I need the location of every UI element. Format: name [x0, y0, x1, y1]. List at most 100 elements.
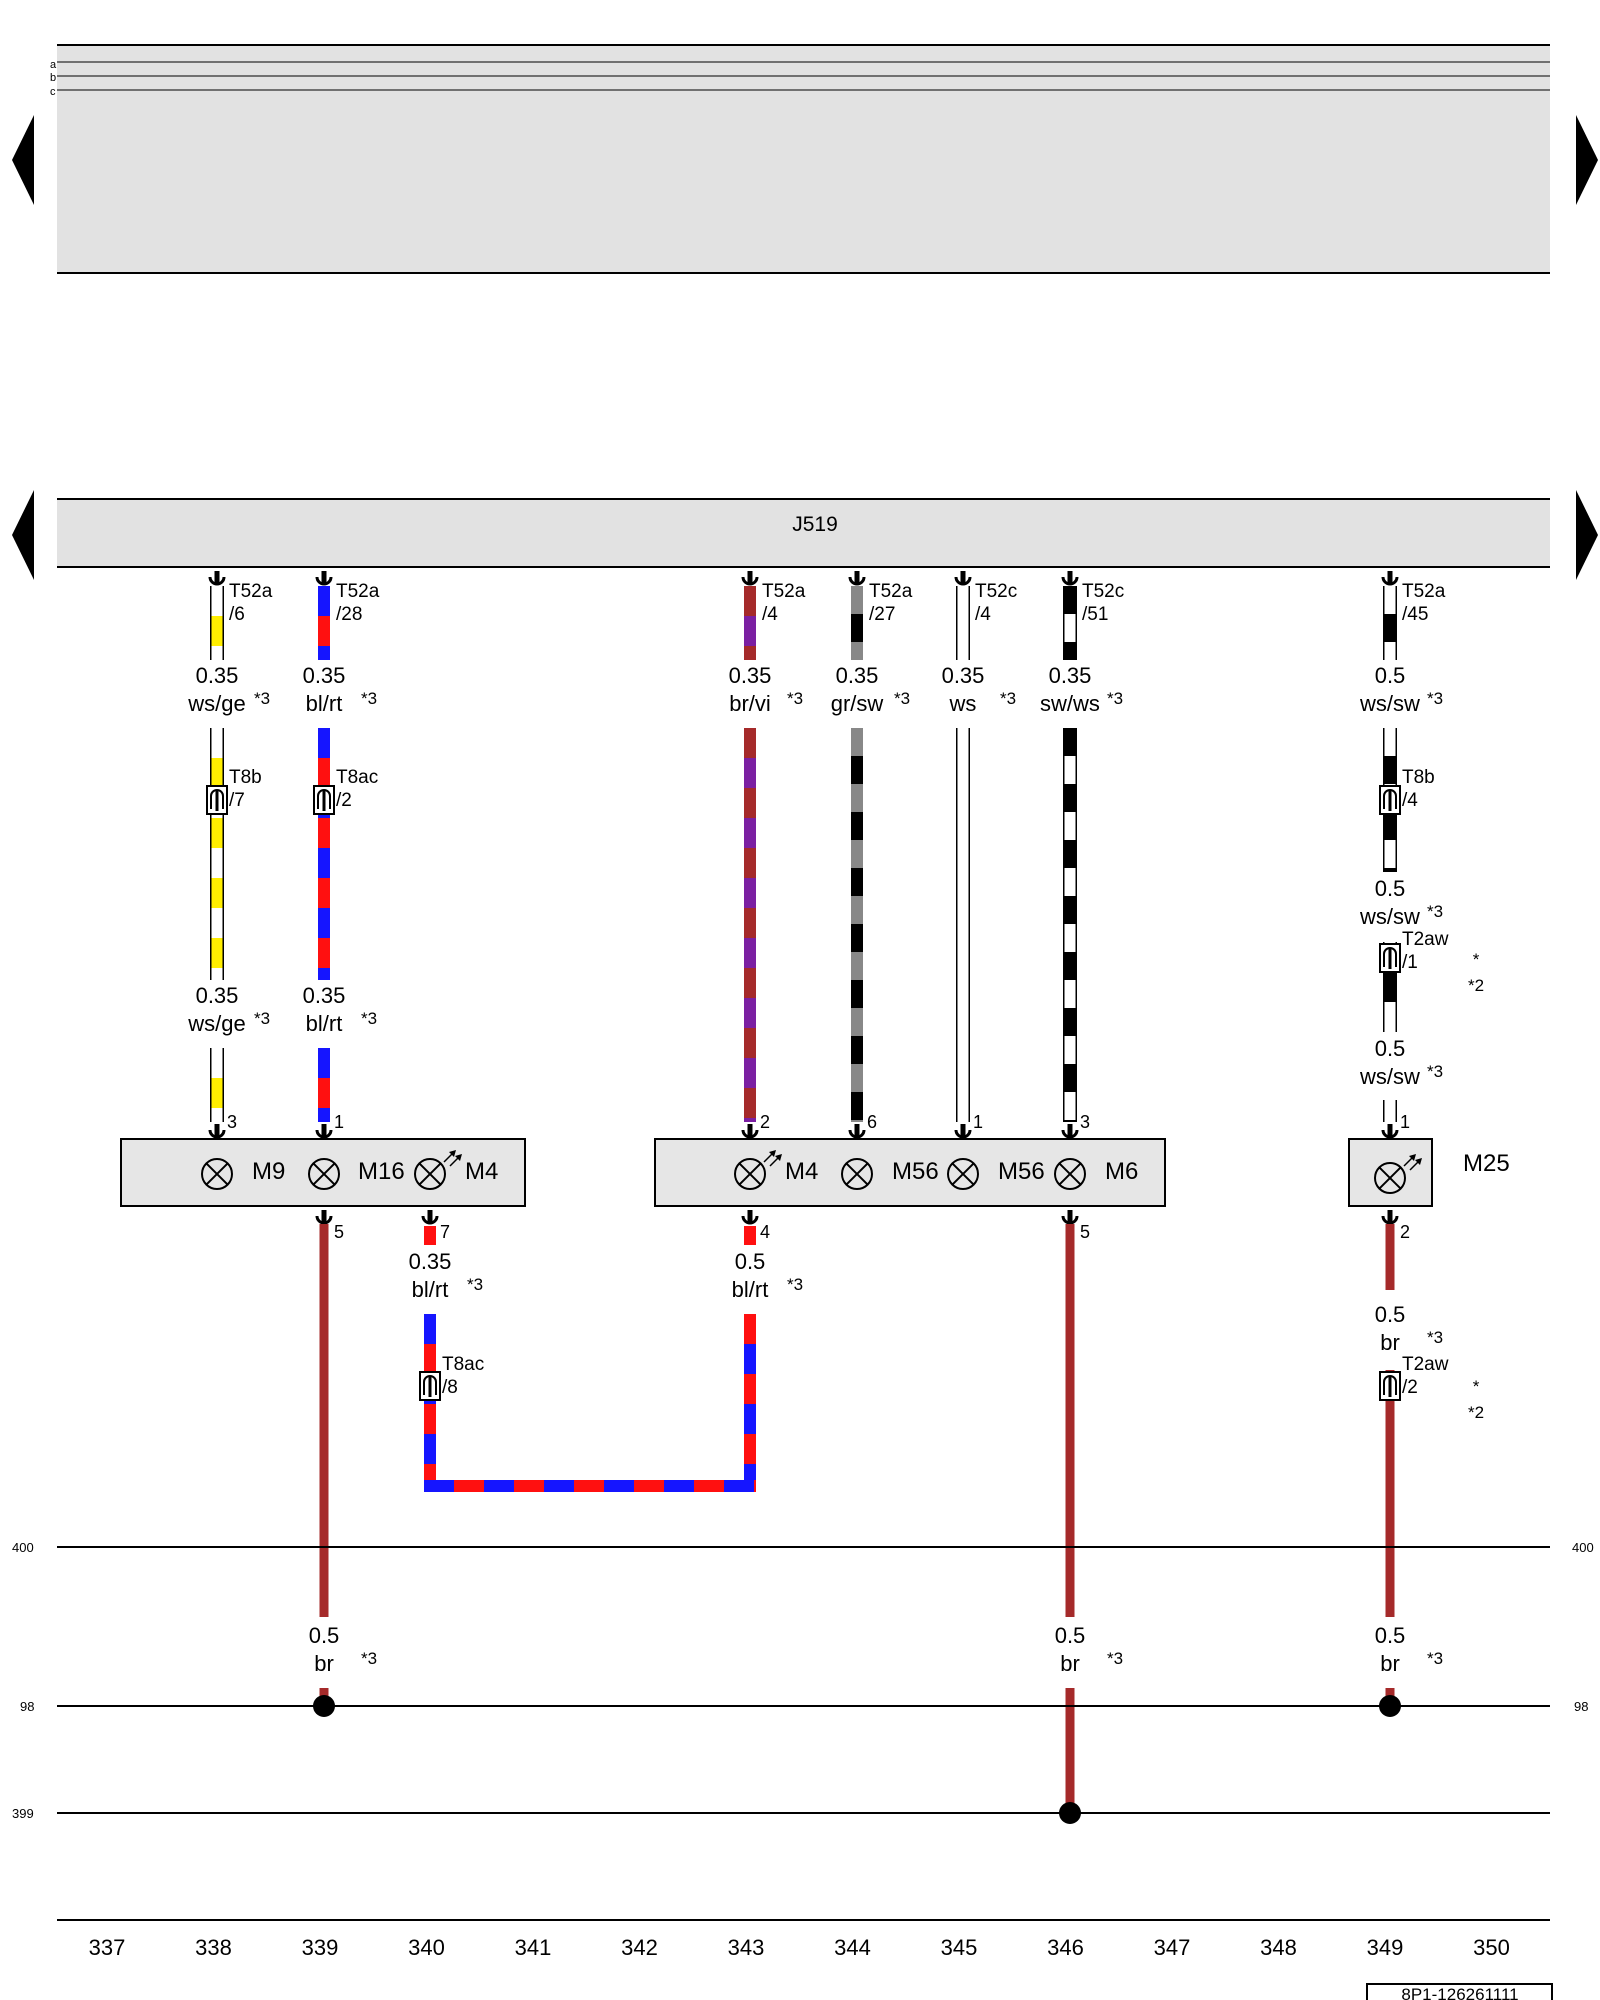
wire-w349-top-pin-stem [1387, 571, 1393, 583]
wire-g349-label2-gauge: 0.5 [1375, 1623, 1406, 1648]
wire-g349-conn-note: * [1473, 1377, 1480, 1396]
wire-w338-seg2-seg [211, 908, 223, 938]
component-box-2[interactable] [654, 1138, 1166, 1207]
wire-g349-pin-stem [1387, 1210, 1393, 1222]
ground-label-400-left: 400 [12, 1540, 34, 1555]
lamp-m9-icon-circle [201, 1158, 233, 1190]
wire-w339-conn2-arc [317, 789, 331, 809]
wire-w344-top-pin-arc [848, 576, 866, 586]
wire-l343-seg2-seg [744, 1374, 756, 1404]
wire-g339-pin-stem [321, 1210, 327, 1222]
arrow-left-mid-icon[interactable] [12, 490, 34, 580]
wire-w339-comp-pin-num: 1 [334, 1112, 344, 1132]
wire-g349-label1-gauge: 0.5 [1375, 1302, 1406, 1327]
wire-w338-top-pin-conn: T52a [229, 581, 273, 602]
wire-w346-top-pin-num: /51 [1082, 604, 1108, 625]
lamp-m6-icon [1054, 1158, 1086, 1190]
wire-w343-seg2-seg [744, 1058, 756, 1088]
wire-w349-conn2-stem [1388, 791, 1392, 811]
wire-w349-seg3-seg [1384, 972, 1396, 1002]
wire-l340-conn-conn: T8ac [442, 1354, 484, 1375]
wire-w346-seg1-seg [1064, 614, 1076, 642]
lamp-m6-icon-circle [1054, 1158, 1086, 1190]
wire-w339-conn2-conn: T8ac [336, 767, 378, 788]
wire-w349-seg4-seg [1384, 1100, 1396, 1122]
wire-w345-seg2-seg [957, 848, 969, 878]
wire-w339-seg2-seg [318, 908, 330, 938]
wire-g349-label2-color: br [1380, 1651, 1400, 1676]
wire-w349-conn2 [1379, 785, 1401, 815]
wire-g349-seg2 [1385, 1370, 1395, 1617]
wire-w346-seg2-seg [1064, 812, 1076, 840]
wire-w344-seg2-seg [851, 812, 863, 840]
wire-w349-seg1-seg [1384, 642, 1396, 660]
wire-l343-pin-num: 4 [760, 1222, 770, 1242]
wire-l343-seg1 [744, 1226, 756, 1245]
wire-w343-seg1-seg [744, 586, 756, 616]
wire-w345-seg2-seg [957, 968, 969, 998]
wire-g346-seg2 [1065, 1688, 1075, 1813]
ground-lines: 400 400 98 98 399 [12, 1540, 1594, 1821]
wire-w343-comp-pin-num: 2 [760, 1112, 770, 1132]
wire-w339-comp-pin-stem [321, 1124, 327, 1136]
wire-w338-seg1-seg [211, 616, 223, 646]
wire-w344-seg2-seg [851, 1008, 863, 1036]
wire-w345-comp-pin-arc [954, 1129, 972, 1139]
wire-l340-343-bridge-seg [514, 1480, 544, 1492]
arrow-right-top-icon[interactable] [1576, 115, 1598, 205]
wire-w339-conn2-stem [322, 791, 326, 811]
wire-l340-343-bridge [424, 1480, 756, 1492]
wire-w346-comp-pin-stem [1067, 1124, 1073, 1136]
wire-w338-seg2-seg [211, 818, 223, 848]
wire-w346-seg2 [1063, 728, 1077, 1122]
wire-l340-pin-num: 7 [440, 1222, 450, 1242]
wire-w338-comp-pin-num: 3 [227, 1112, 237, 1132]
wire-w346-seg2-seg [1064, 1092, 1076, 1120]
lamp-label-m16: M16 [358, 1158, 405, 1185]
wire-w346-top-pin-stem [1067, 571, 1073, 583]
wire-w345-comp-pin-num: 1 [973, 1112, 983, 1132]
control-unit-j519[interactable]: J519 [57, 498, 1550, 568]
wire-w344-seg2-seg [851, 1064, 863, 1092]
wire-w338-label1-color: ws/ge [187, 691, 245, 716]
wires-layer: T52a/60.35ws/ge*3T8b/70.35ws/ge*33T52a/2… [187, 571, 1484, 1824]
wire-w349-top-pin-arc [1381, 576, 1399, 586]
wire-w349-comp-pin-stem [1387, 1124, 1393, 1136]
component-box-3[interactable] [1348, 1138, 1433, 1207]
lamp-m9-icon-x2 [205, 1162, 229, 1186]
wire-w338-seg2-seg [211, 728, 223, 758]
wire-w343-label1-gauge: 0.35 [729, 663, 772, 688]
wire-w338-top-pin-num: /6 [229, 604, 245, 625]
lamp-m25-icon-circle [1374, 1162, 1406, 1194]
wire-l340-seg2-seg [424, 1404, 436, 1434]
wire-w338-seg2 [210, 728, 224, 980]
wire-g349-label1-color: br [1380, 1330, 1400, 1355]
wire-w345-seg2-seg [957, 1118, 969, 1122]
wire-w346-seg2-seg [1064, 1064, 1076, 1092]
lamps-layer [201, 1150, 1422, 1194]
wire-w344-comp-pin-arc [848, 1129, 866, 1139]
wire-w338-comp-pin [208, 1124, 226, 1139]
wire-w349-label2-note: *3 [1427, 902, 1443, 921]
wire-w345-top-pin [954, 571, 972, 586]
wire-w338-seg2-seg [211, 968, 223, 980]
wire-l340-343-bridge-seg [694, 1480, 724, 1492]
wire-w343-seg2-seg [744, 788, 756, 818]
wire-w338-label2-color: ws/ge [187, 1011, 245, 1036]
arrow-left-top-icon[interactable] [12, 115, 34, 205]
control-unit-label: J519 [792, 513, 838, 536]
arrow-right-mid-icon[interactable] [1576, 490, 1598, 580]
wire-w345-seg2-seg [957, 1028, 969, 1058]
wire-l340-label-color: bl/rt [412, 1277, 449, 1302]
wire-w346-seg1-seg [1064, 586, 1076, 614]
wire-l340-label-gauge: 0.35 [409, 1249, 452, 1274]
wire-w345-seg2-seg [957, 998, 969, 1028]
lamp-m9-icon [201, 1158, 233, 1190]
wire-w349-seg2-seg [1384, 840, 1396, 868]
lamp-m25-icon-ray2-head [1415, 1158, 1422, 1165]
wire-g346-label-color: br [1060, 1651, 1080, 1676]
wire-l340-seg2-seg [424, 1434, 436, 1464]
track-number: 349 [1367, 1935, 1404, 1960]
wire-w346-label1-note: *3 [1107, 689, 1123, 708]
wire-w338-seg3 [210, 1048, 224, 1122]
